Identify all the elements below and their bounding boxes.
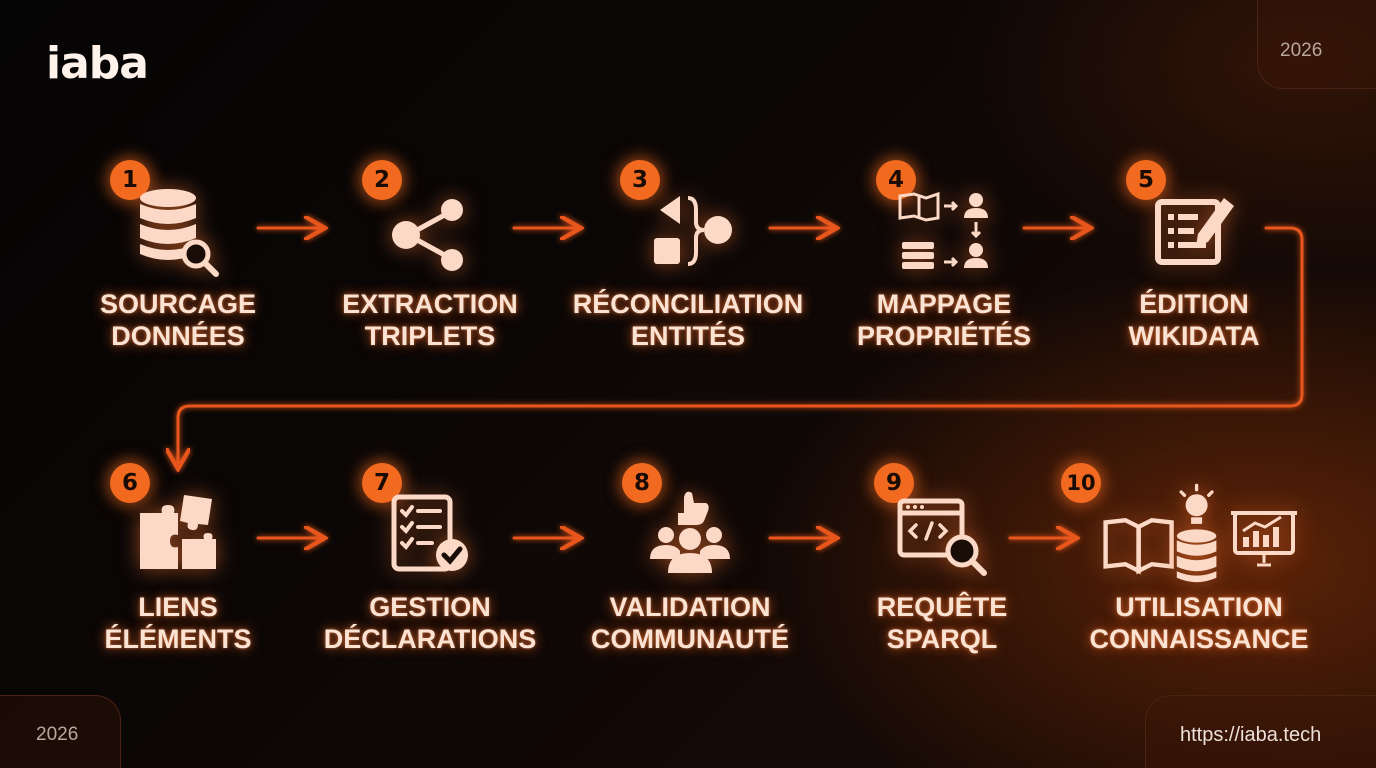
step-number-badge: 9 <box>874 463 914 503</box>
brand-logo: iaba <box>46 38 149 89</box>
community-thumbs-up-icon <box>650 491 730 573</box>
checklist-icon <box>391 494 468 572</box>
knowledge-database-idea-icon <box>1176 483 1217 583</box>
corner-year-top: 2026 <box>1257 0 1376 89</box>
year-top-label: 2026 <box>1280 40 1323 61</box>
database-search-icon <box>140 189 219 277</box>
step-number-badge: 1 <box>110 160 150 200</box>
corner-year-bottom: 2026 <box>0 695 121 768</box>
mapping-icon <box>898 191 988 269</box>
year-bottom-label: 2026 <box>36 724 79 745</box>
knowledge-book-icon <box>1103 517 1174 575</box>
merge-shapes-icon <box>654 196 732 266</box>
step-number-badge: 3 <box>620 160 660 200</box>
step-number-badge: 8 <box>622 463 662 503</box>
edit-form-icon <box>1155 198 1234 265</box>
step-number-badge: 6 <box>110 463 150 503</box>
url-link[interactable]: https://iaba.tech <box>1180 724 1322 746</box>
share-nodes-icon <box>392 199 463 271</box>
corner-url: https://iaba.tech <box>1145 695 1376 768</box>
step-number-badge: 4 <box>876 160 916 200</box>
arrow-5-6 <box>178 226 1304 466</box>
step-number-badge: 10 <box>1061 463 1101 503</box>
knowledge-presentation-chart-icon <box>1231 511 1297 567</box>
step-number-badge: 5 <box>1126 160 1166 200</box>
puzzle-icon <box>140 495 216 569</box>
step-number-badge: 2 <box>362 160 402 200</box>
code-search-icon <box>897 498 987 576</box>
